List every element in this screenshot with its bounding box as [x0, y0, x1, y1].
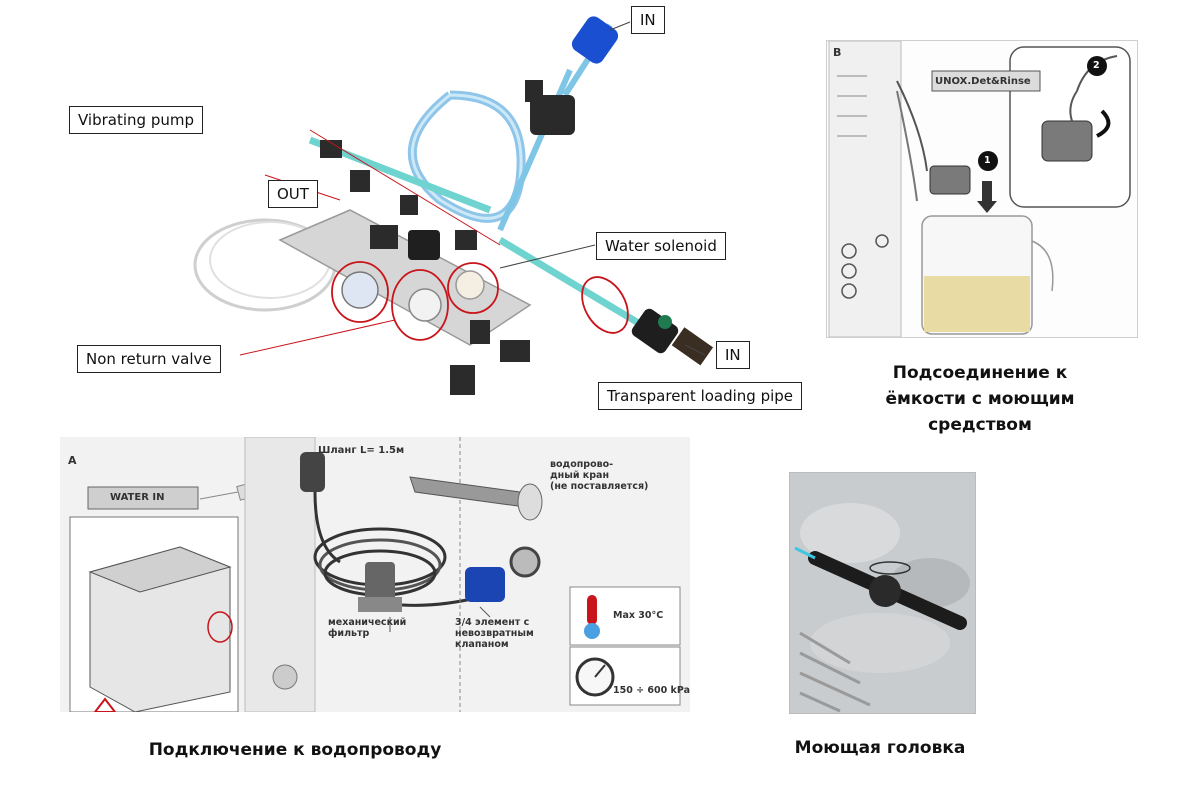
pressure-label: 150 ÷ 600 kPa [613, 685, 690, 696]
detergent-caption: Подсоединение к ёмкости с моющим средств… [855, 360, 1105, 438]
step-1-badge: 1 [984, 155, 991, 166]
detergent-container-drawing [828, 41, 1131, 337]
plumbing-assembly-diagram [170, 0, 790, 420]
water-supply-drawing [69, 437, 681, 712]
detergent-caption-line-2: ёмкости с моющим [885, 389, 1075, 409]
callout-transparent-loading-pipe: Transparent loading pipe [598, 382, 803, 410]
callout-in-top: IN [631, 6, 665, 34]
panel-b-letter: B [833, 46, 842, 59]
bottle-label: UNOX.Det&Rinse [935, 76, 1031, 87]
step-2-badge: 2 [1093, 60, 1100, 71]
detergent-caption-line-1: Подсоединение к [892, 363, 1068, 383]
hose-label: Шланг L= 1.5м [318, 445, 405, 456]
washing-head-photo [789, 472, 976, 714]
filter-label-line-1: механический [328, 617, 407, 628]
max-temp-label: Max 30°C [613, 610, 664, 621]
non-return-element-label: 3/4 элемент с невозвратным клапаном [455, 617, 534, 650]
washing-head-image [790, 473, 975, 713]
water-supply-panel: A WATER IN Шланг L= 1.5м водопрово- дный… [60, 437, 690, 712]
callout-in-bottom: IN [716, 341, 750, 369]
washing-head-caption: Моющая головка [794, 738, 966, 758]
water-in-label: WATER IN [110, 492, 165, 503]
callout-water-solenoid: Water solenoid [596, 232, 726, 260]
detergent-container-panel: B UNOX.Det&Rinse 1 2 [826, 40, 1138, 338]
element-label-line-3: клапаном [455, 639, 509, 650]
panel-a-letter: A [68, 454, 77, 467]
filter-label: механический фильтр [328, 617, 406, 639]
callout-out: OUT [268, 180, 318, 208]
callout-vibrating-pump: Vibrating pump [69, 106, 203, 134]
water-supply-caption: Подключение к водопроводу [148, 740, 442, 760]
tap-label: водопрово- дный кран (не поставляется) [550, 459, 648, 492]
tap-label-line-2: дный кран [550, 470, 610, 481]
element-label-line-1: 3/4 элемент с [455, 617, 530, 628]
callout-non-return-valve: Non return valve [77, 345, 221, 373]
filter-label-line-2: фильтр [328, 628, 370, 639]
tap-label-line-3: (не поставляется) [550, 481, 649, 492]
element-label-line-2: невозвратным [455, 628, 534, 639]
tap-label-line-1: водопрово- [550, 459, 614, 470]
detergent-caption-line-3: средством [928, 415, 1032, 435]
plumbing-assembly-drawing [193, 16, 714, 395]
